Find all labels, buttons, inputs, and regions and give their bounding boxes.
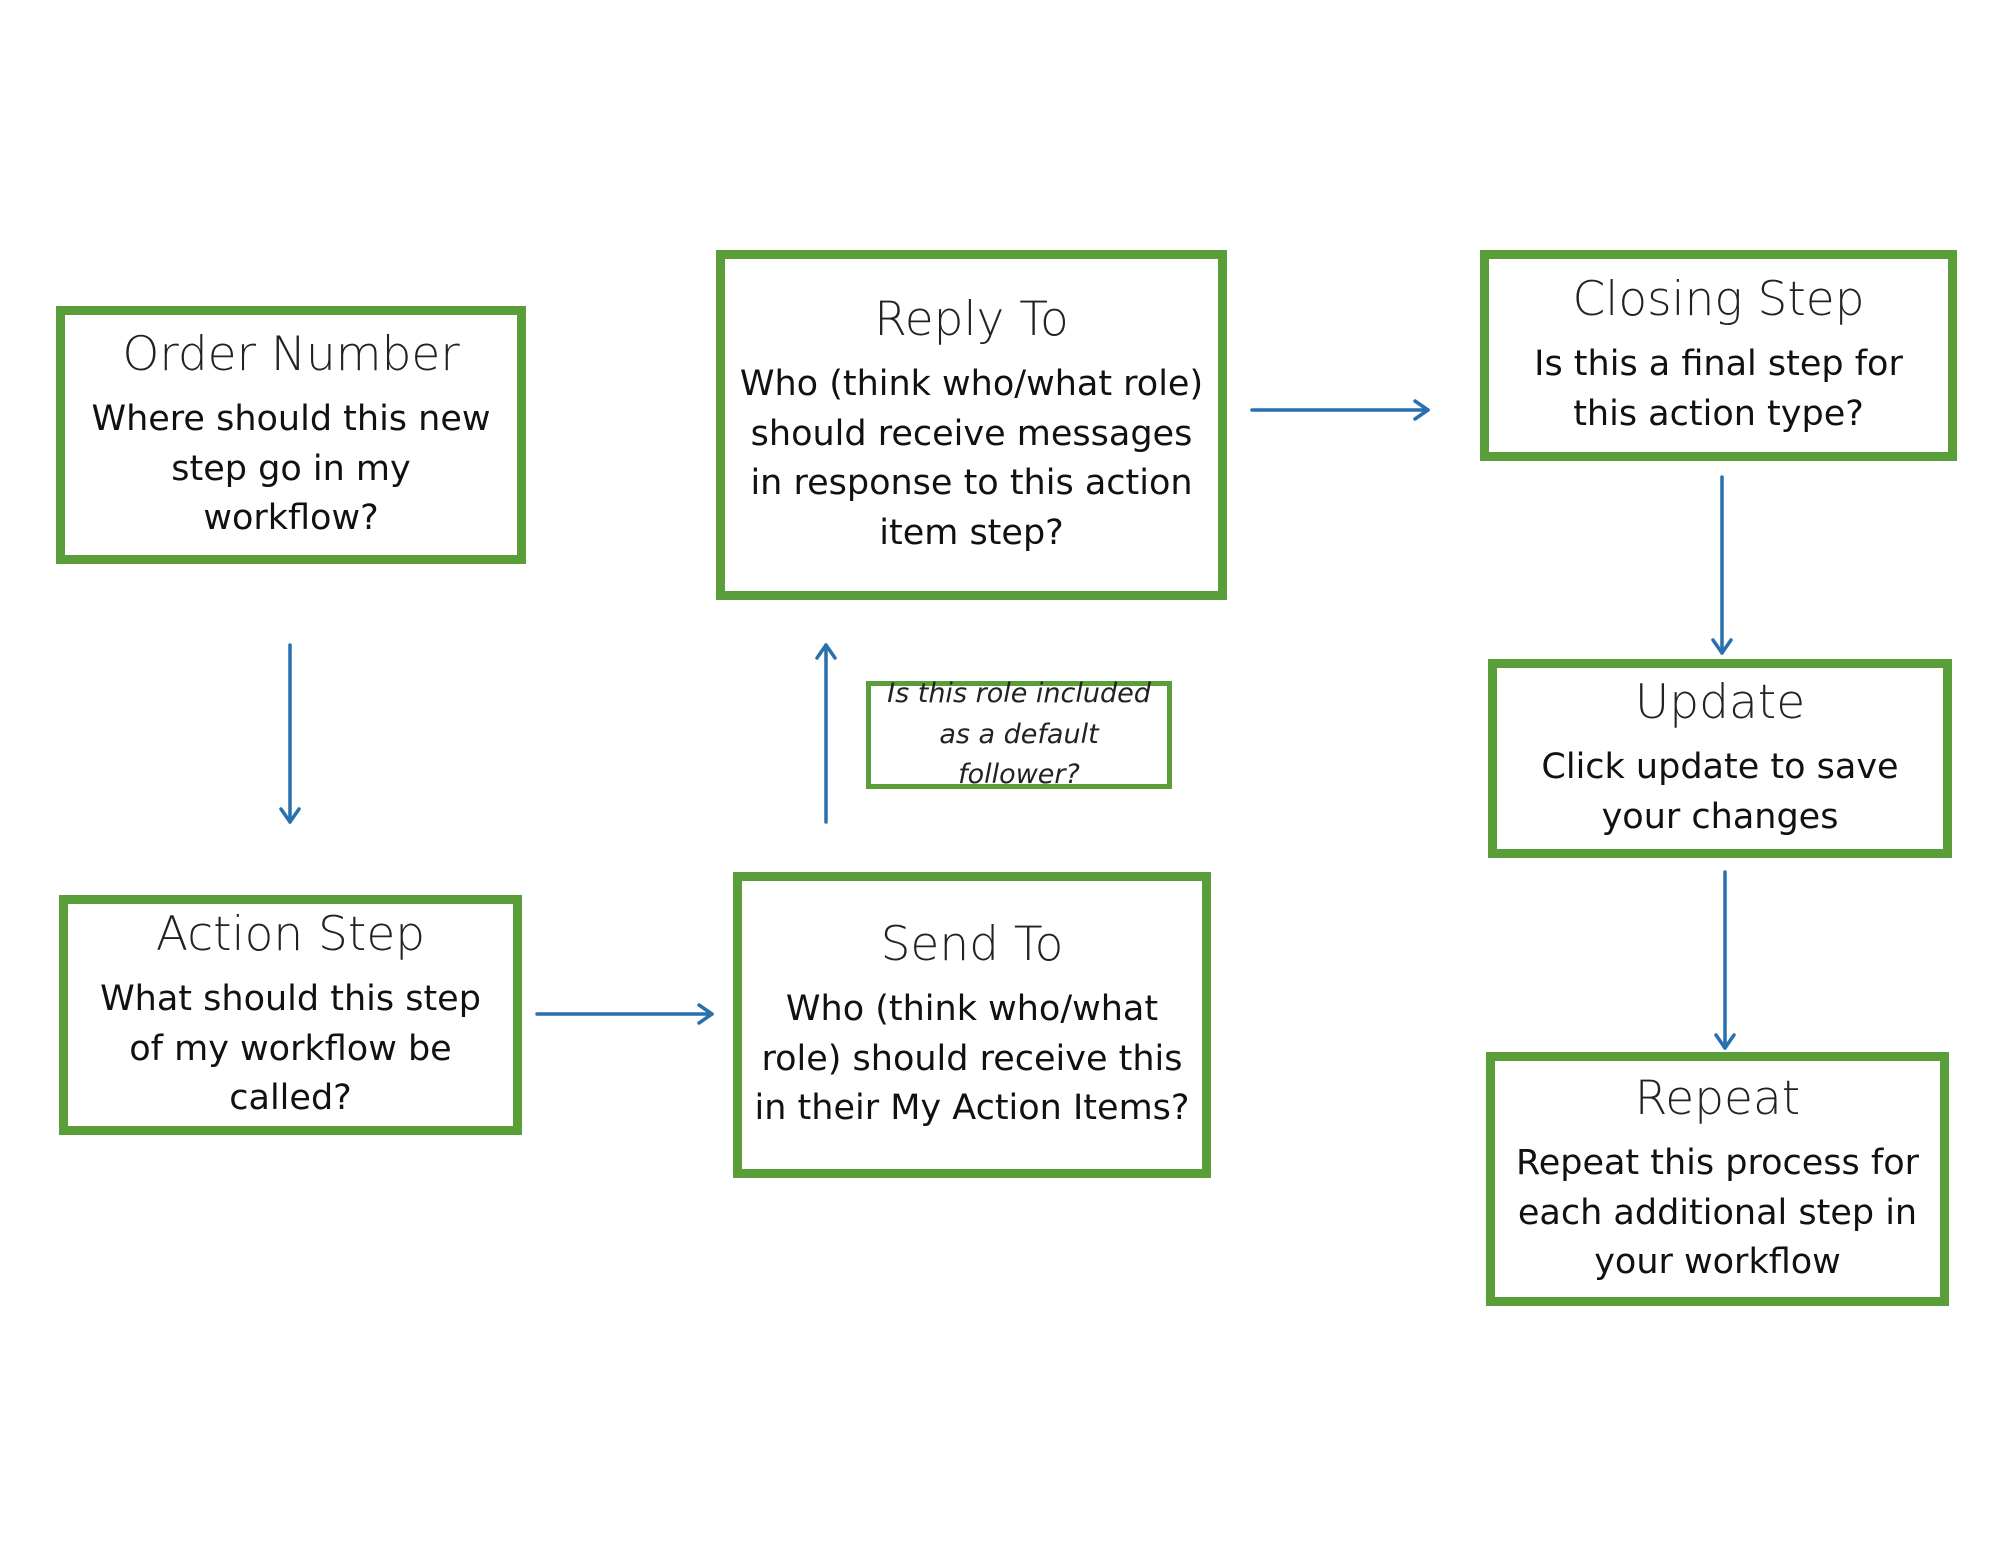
closing-step-box: Closing Step Is this a final step for th… [1480, 250, 1957, 461]
arrow-send-to-reply [815, 643, 837, 824]
closing-step-desc: Is this a final step for this action typ… [1534, 344, 1903, 434]
arrow-reply-to-closing [1250, 399, 1430, 421]
action-step-box: Action Step What should this step of my … [59, 895, 522, 1135]
update-title: Update [1634, 675, 1806, 731]
order-number-desc: Where should this new step go in my work… [91, 398, 491, 539]
reply-to-box: Reply To Who (think who/what role) shoul… [716, 250, 1227, 600]
arrow-action-to-send [535, 1003, 714, 1025]
reply-to-title: Reply To [874, 292, 1069, 348]
order-number-title: Order Number [122, 327, 460, 383]
repeat-title: Repeat [1634, 1071, 1801, 1127]
reply-to-desc: Who (think who/what role) should receive… [739, 364, 1204, 554]
action-step-desc: What should this step of my workflow be … [100, 978, 481, 1119]
send-to-desc: Who (think who/what role) should receive… [754, 988, 1190, 1129]
default-follower-note-text: Is this role included as a default follo… [887, 678, 1151, 791]
arrow-update-to-repeat [1714, 870, 1736, 1050]
arrow-closing-to-update [1711, 475, 1733, 655]
default-follower-note: Is this role included as a default follo… [866, 678, 1172, 790]
send-to-title: Send To [880, 917, 1064, 973]
update-desc: Click update to save your changes [1541, 747, 1899, 837]
send-to-box: Send To Who (think who/what role) should… [733, 872, 1211, 1178]
arrow-order-to-action [279, 643, 301, 824]
order-number-box: Order Number Where should this new step … [56, 306, 526, 564]
update-box: Update Click update to save your changes [1488, 659, 1952, 858]
closing-step-title: Closing Step [1572, 272, 1865, 328]
repeat-desc: Repeat this process for each additional … [1515, 1142, 1920, 1283]
repeat-box: Repeat Repeat this process for each addi… [1486, 1052, 1949, 1306]
action-step-title: Action Step [155, 907, 426, 963]
